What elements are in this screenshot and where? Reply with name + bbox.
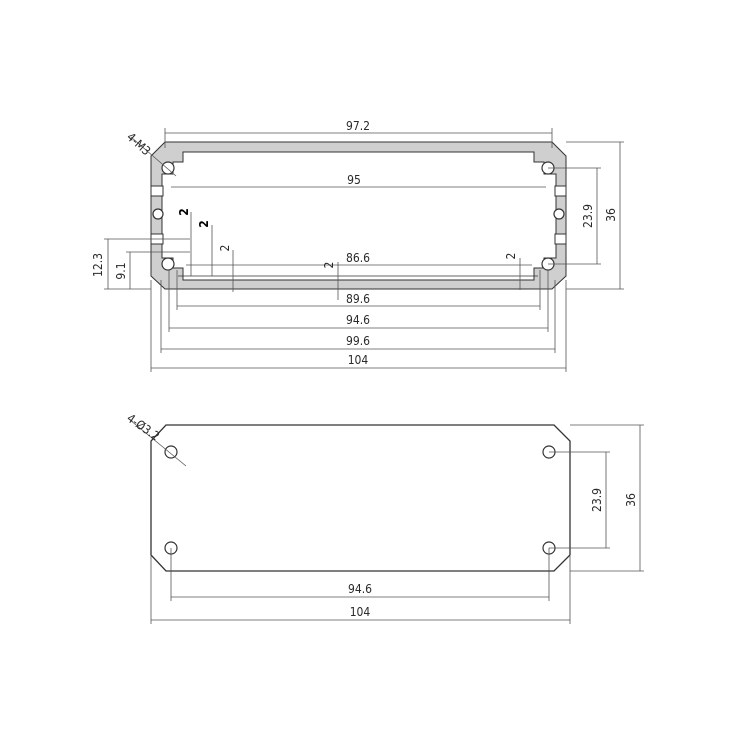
profile-view: 4-M3 97.2 95 86.6 89.6 94.6 99.6 104 36 … bbox=[91, 119, 624, 372]
profile-notch-left bbox=[152, 208, 164, 220]
end-dim-104: 104 bbox=[350, 605, 371, 619]
dim-wall-2-d: 2 bbox=[322, 262, 336, 269]
profile-slot-left-upper bbox=[150, 185, 164, 197]
dim-wall-2-a: 2 bbox=[177, 208, 191, 216]
dim-wall-2-e: 2 bbox=[504, 253, 518, 260]
profile-screw-hole-tl bbox=[161, 161, 175, 175]
dim-89-6: 89.6 bbox=[346, 292, 370, 306]
profile-slot-right-lower bbox=[554, 233, 567, 245]
end-dim-36: 36 bbox=[624, 493, 638, 507]
leader-4-m3 bbox=[130, 136, 177, 177]
endplate-view: 4-Ø3.2 36 23.9 94.6 104 bbox=[124, 411, 644, 624]
dim-12-3: 12.3 bbox=[91, 253, 105, 277]
dim-wall-2-c: 2 bbox=[218, 245, 232, 252]
end-dim-94-6: 94.6 bbox=[348, 582, 372, 596]
endplate-hole-tl bbox=[164, 445, 178, 459]
dim-9-1: 9.1 bbox=[114, 262, 128, 279]
profile-hole-callout: 4-M3 bbox=[124, 130, 153, 158]
dim-95: 95 bbox=[347, 173, 361, 187]
dim-23-9: 23.9 bbox=[581, 204, 595, 228]
end-dim-23-9: 23.9 bbox=[590, 488, 604, 512]
profile-slot-right-upper bbox=[554, 185, 567, 197]
dim-97-2: 97.2 bbox=[346, 119, 370, 133]
dim-36: 36 bbox=[604, 208, 618, 222]
leader-4-dia bbox=[129, 419, 187, 467]
dim-94-6: 94.6 bbox=[346, 313, 370, 327]
endplate-outline bbox=[150, 424, 571, 572]
profile-notch-right bbox=[553, 208, 565, 220]
dim-99-6: 99.6 bbox=[346, 334, 370, 348]
dim-wall-2-b: 2 bbox=[197, 220, 211, 228]
dim-86-6: 86.6 bbox=[346, 251, 370, 265]
endplate-hole-callout: 4-Ø3.2 bbox=[124, 411, 162, 443]
dim-104: 104 bbox=[348, 353, 369, 367]
profile-screw-hole-bl bbox=[161, 257, 175, 271]
